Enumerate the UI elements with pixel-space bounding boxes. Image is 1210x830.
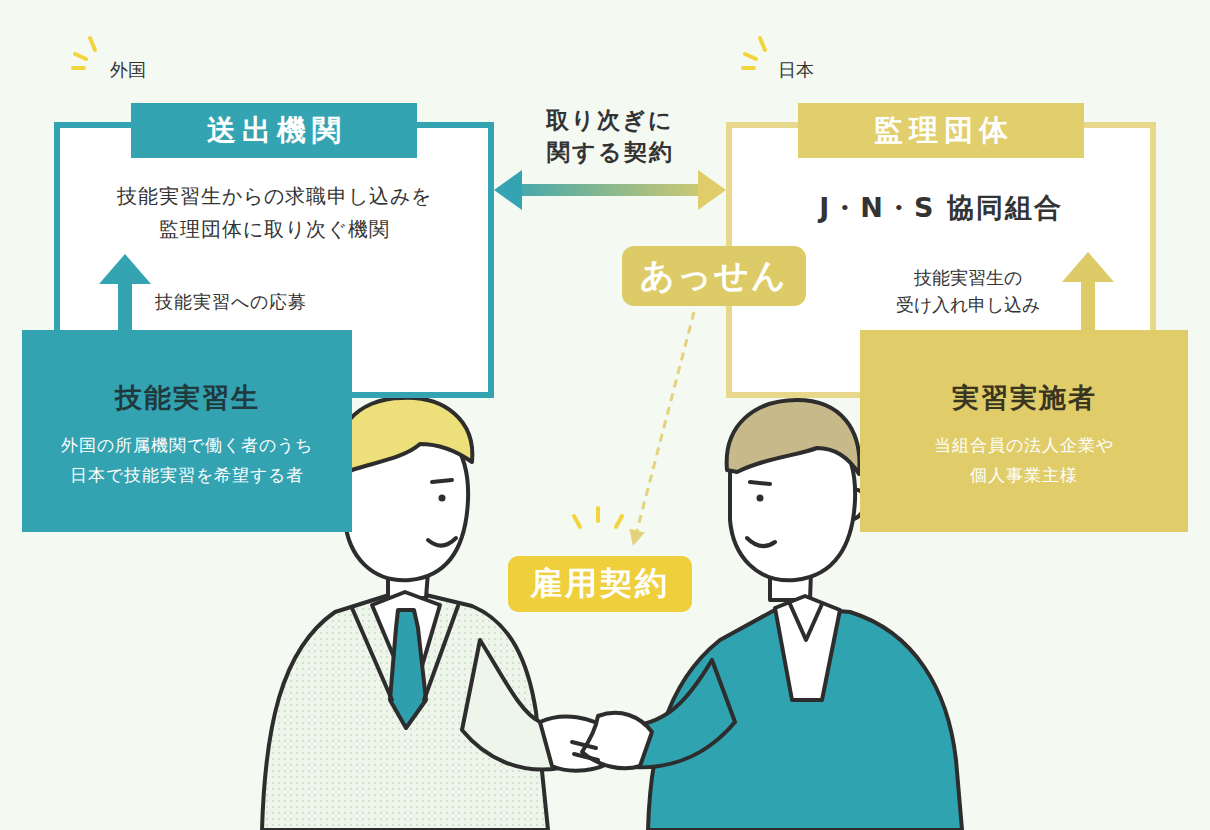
- fingers: [572, 742, 598, 760]
- implementing-org-box: 実習実施者当組合員の法人企業や 個人事業主様: [860, 330, 1188, 532]
- shirt: [775, 596, 840, 700]
- node-heading: 監理団体: [798, 103, 1084, 158]
- node-heading: 技能実習生: [115, 380, 260, 416]
- node-heading: あっせん: [640, 253, 788, 299]
- eye: [439, 495, 446, 502]
- region-label: 日本: [778, 58, 814, 82]
- collar: [790, 604, 822, 640]
- smile: [747, 538, 775, 546]
- node-heading: 雇用契約: [530, 562, 670, 606]
- region-label: 外国: [110, 58, 146, 82]
- hair: [727, 400, 860, 474]
- lapels: [352, 606, 458, 700]
- flow-arrow: [521, 184, 699, 196]
- node-body: 当組合員の法人企業や 個人事業主様: [909, 430, 1139, 490]
- edge-label: 技能実習生の 受け入れ申し込み: [878, 264, 1058, 318]
- brow: [750, 482, 770, 484]
- edge-label: 取り次ぎに 関する契約: [525, 104, 695, 168]
- burst-mark: [73, 66, 84, 70]
- burst-mark: [745, 54, 756, 59]
- burst-mark: [90, 38, 95, 50]
- flow-arrow: [118, 283, 132, 330]
- handshake: [540, 713, 652, 771]
- node-body: J・N・S 協同組合: [732, 190, 1150, 226]
- head: [727, 400, 866, 580]
- burst-mark: [743, 66, 754, 70]
- flow-arrow: [1081, 281, 1095, 330]
- sleeve: [462, 640, 560, 770]
- node-heading: 送出機関: [131, 103, 417, 158]
- trainee-box: 技能実習生外国の所属機関で働く者のうち 日本で技能実習を希望する者: [22, 330, 352, 532]
- flow-arrow: [637, 312, 694, 531]
- node-body: 外国の所属機関で働く者のうち 日本で技能実習を希望する者: [37, 430, 337, 490]
- edge-label: 技能実習への応募: [155, 290, 307, 314]
- node-heading: 実習実施者: [952, 380, 1097, 416]
- tie: [390, 610, 426, 728]
- mediation-pill: あっせん: [622, 246, 806, 306]
- burst-mark: [574, 516, 580, 527]
- node-body: 技能実習生からの求職申し込みを 監理団体に取り次ぐ機関: [60, 180, 488, 246]
- brow: [432, 480, 452, 482]
- hair: [337, 398, 473, 478]
- employment-contract-pill: 雇用契約: [508, 556, 692, 612]
- eye: [757, 495, 764, 502]
- burst-mark: [596, 508, 600, 521]
- smile: [428, 538, 456, 546]
- burst-mark: [75, 54, 86, 59]
- burst-mark: [760, 38, 765, 50]
- burst-mark: [616, 516, 622, 527]
